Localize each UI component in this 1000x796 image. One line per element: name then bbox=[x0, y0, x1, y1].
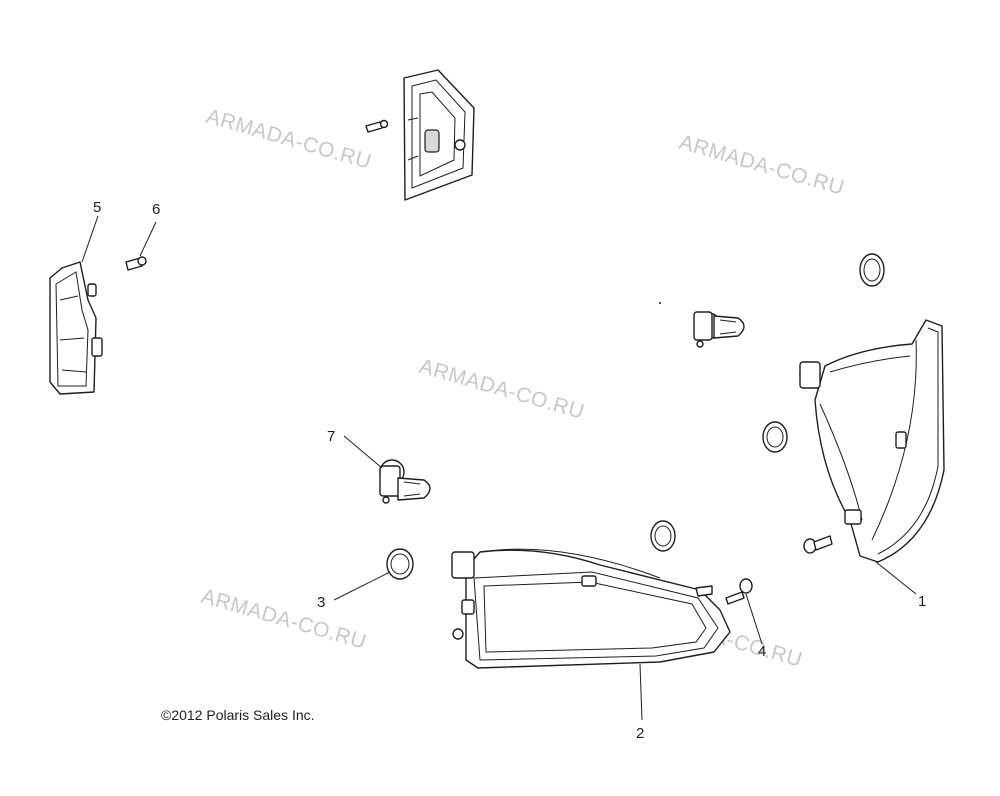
leader-2 bbox=[639, 663, 643, 721]
callout-6: 6 bbox=[152, 201, 160, 218]
callout-2: 2 bbox=[636, 725, 644, 742]
seal-ring-3 bbox=[386, 548, 414, 580]
lower-headlight-assembly bbox=[451, 548, 731, 669]
copyright-text: ©2012 Polaris Sales Inc. bbox=[161, 707, 315, 723]
watermark-1: ARMADA-CO.RU bbox=[204, 105, 374, 174]
upper-right-bulb bbox=[693, 311, 745, 348]
seal-ring-middle bbox=[762, 421, 788, 453]
leader-3 bbox=[333, 571, 391, 601]
screw-4 bbox=[725, 578, 753, 605]
leader-6 bbox=[139, 221, 157, 257]
leader-1 bbox=[875, 561, 917, 595]
callout-labels: 1 2 3 4 5 6 7 bbox=[93, 199, 926, 742]
screw-right bbox=[803, 535, 833, 554]
leader-4 bbox=[745, 593, 763, 645]
top-housing-bracket bbox=[403, 69, 475, 201]
watermark-2: ARMADA-CO.RU bbox=[677, 131, 847, 200]
callout-5: 5 bbox=[93, 199, 101, 216]
callout-3: 3 bbox=[317, 594, 325, 611]
right-headlight-assembly bbox=[799, 319, 945, 563]
screw-6 bbox=[125, 256, 147, 271]
seal-ring-upper bbox=[859, 253, 885, 287]
left-headlight-side bbox=[49, 261, 103, 395]
watermark-3: ARMADA-CO.RU bbox=[417, 355, 587, 424]
top-screw bbox=[365, 119, 389, 133]
seal-ring-lower bbox=[650, 520, 676, 552]
bulb-7 bbox=[379, 459, 431, 504]
leader-7 bbox=[343, 435, 383, 469]
stray-dot bbox=[659, 302, 661, 304]
leader-5 bbox=[81, 215, 99, 263]
callout-1: 1 bbox=[918, 593, 926, 610]
leader-lines bbox=[81, 215, 917, 721]
callout-4: 4 bbox=[758, 643, 766, 660]
callout-7: 7 bbox=[327, 428, 335, 445]
